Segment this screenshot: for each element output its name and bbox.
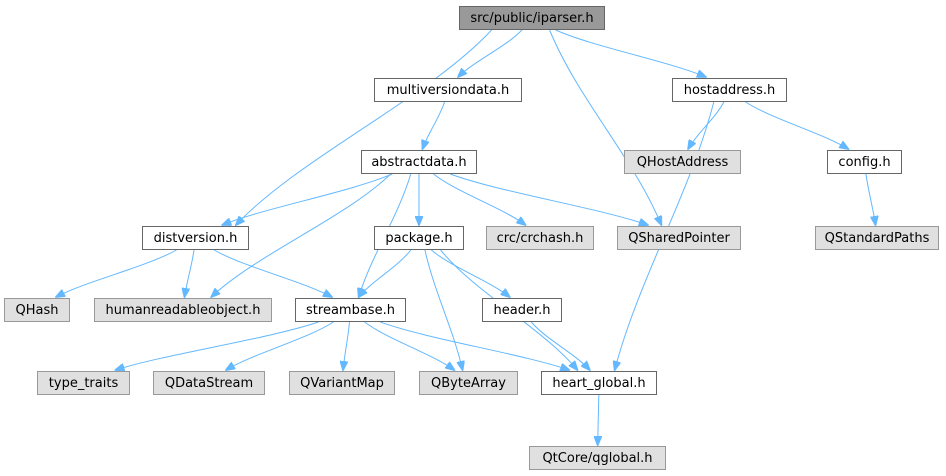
node-distversion[interactable]: distversion.h (142, 226, 249, 250)
edge-iparser-to-qsharedpointer (549, 29, 662, 225)
node-iparser[interactable]: src/public/iparser.h (459, 6, 605, 30)
edge-iparser-to-multiversiondata (458, 29, 523, 77)
edge-heartglobal-to-qglobal (598, 394, 599, 445)
edge-distversion-to-humanreadable (185, 249, 195, 297)
node-package[interactable]: package.h (374, 226, 464, 250)
edge-distversion-to-qhash (56, 249, 177, 297)
edge-streambase-to-qdatastream (226, 321, 334, 370)
edge-abstractdata-to-crchash (433, 173, 526, 225)
edge-header-to-heartglobal (530, 321, 590, 370)
node-qhostaddress: QHostAddress (624, 150, 741, 174)
edge-package-to-header (431, 249, 509, 297)
edge-config-to-qstandardpaths (865, 173, 876, 225)
node-config[interactable]: config.h (827, 150, 902, 174)
node-qhash: QHash (4, 298, 70, 322)
node-qstandardpaths: QStandardPaths (815, 226, 939, 250)
edge-package-to-streambase (359, 249, 412, 297)
edge-iparser-to-hostaddress (555, 29, 706, 77)
node-qvariantmap: QVariantMap (289, 371, 395, 395)
edge-abstractdata-to-distversion (222, 173, 393, 225)
edge-streambase-to-qvariantmap (343, 321, 350, 370)
edge-package-to-qbytearray (424, 249, 463, 370)
edge-iparser-to-distversion (236, 29, 492, 225)
edge-abstractdata-to-qsharedpointer (450, 173, 648, 225)
edge-streambase-to-typetraits (116, 321, 319, 370)
node-abstractdata[interactable]: abstractdata.h (361, 150, 477, 174)
node-qbytearray: QByteArray (419, 371, 518, 395)
node-humanreadable: humanreadableobject.h (94, 298, 272, 322)
node-header[interactable]: header.h (482, 298, 562, 322)
edge-hostaddress-to-qhostaddress (688, 101, 725, 149)
edge-streambase-to-heartglobal (380, 321, 569, 370)
node-qglobal: QtCore/qglobal.h (529, 446, 666, 470)
edge-multiversiondata-to-abstractdata (422, 101, 445, 149)
edge-streambase-to-qbytearray (364, 321, 455, 370)
node-hostaddress[interactable]: hostaddress.h (672, 78, 787, 102)
node-qsharedpointer: QSharedPointer (617, 226, 741, 250)
edge-abstractdata-to-humanreadable (211, 173, 392, 297)
node-multiversiondata[interactable]: multiversiondata.h (374, 78, 522, 102)
node-streambase[interactable]: streambase.h (295, 298, 406, 322)
edge-hostaddress-to-config (745, 101, 849, 149)
node-heartglobal[interactable]: heart_global.h (541, 371, 657, 395)
node-crchash: crc/crchash.h (486, 226, 594, 250)
node-qdatastream: QDataStream (153, 371, 265, 395)
node-typetraits: type_traits (37, 371, 130, 395)
edge-distversion-to-streambase (213, 249, 332, 297)
